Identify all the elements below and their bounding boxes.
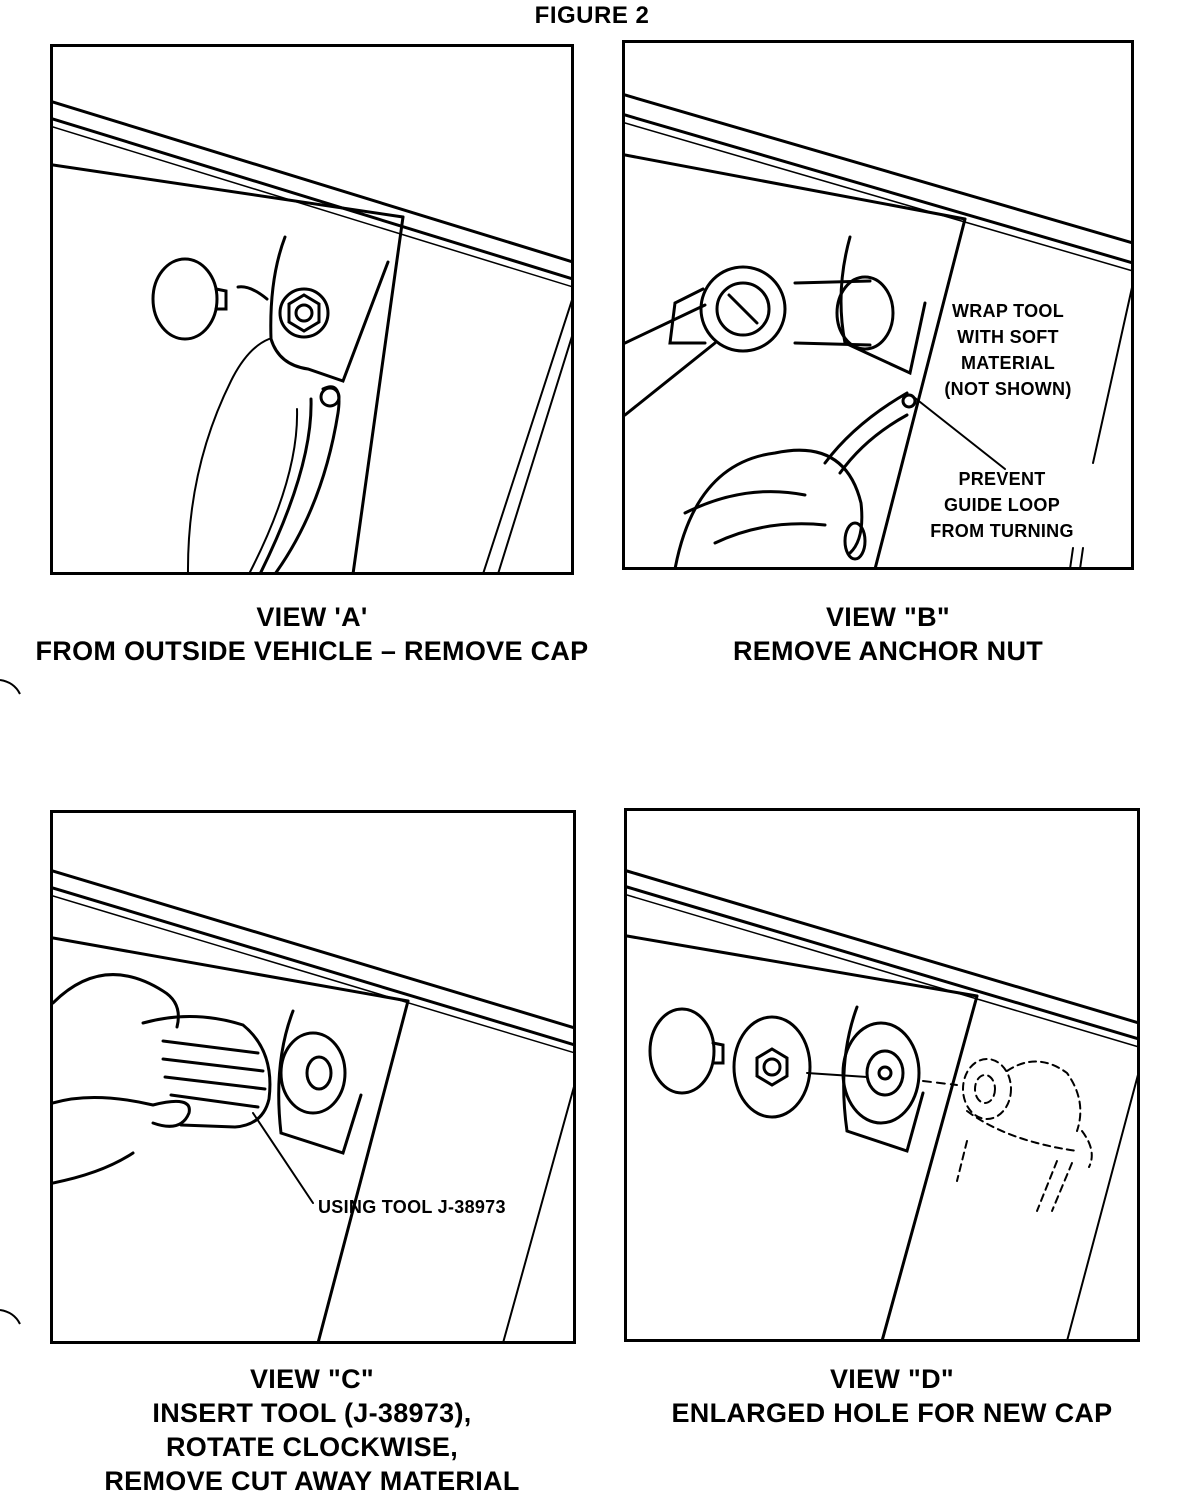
binding-hole-mark <box>0 1309 21 1325</box>
view-a-caption: VIEW 'A' FROM OUTSIDE VEHICLE – REMOVE C… <box>20 600 604 668</box>
view-a-title: VIEW 'A' <box>256 602 368 632</box>
view-d-illustration <box>624 808 1140 1342</box>
view-c-instruction-2: ROTATE CLOCKWISE, <box>165 1432 459 1462</box>
view-c-caption: VIEW "C" INSERT TOOL (J-38973), ROTATE C… <box>20 1362 604 1498</box>
view-c-instruction-1: INSERT TOOL (J-38973), <box>152 1398 472 1428</box>
binding-hole-mark <box>0 679 21 695</box>
view-d-drawing <box>627 869 1137 1339</box>
view-b-drawing <box>625 93 1131 567</box>
view-c-drawing <box>53 869 573 1341</box>
view-d-caption: VIEW "D" ENLARGED HOLE FOR NEW CAP <box>632 1362 1152 1430</box>
view-c-instruction-3: REMOVE CUT AWAY MATERIAL <box>104 1466 520 1496</box>
view-c-illustration <box>50 810 576 1344</box>
view-c-callout-tool: USING TOOL J-38973 <box>318 1197 506 1217</box>
view-b-illustration <box>622 40 1134 570</box>
view-d-title: VIEW "D" <box>829 1364 954 1394</box>
view-d-instruction: ENLARGED HOLE FOR NEW CAP <box>671 1398 1113 1428</box>
view-a-drawing <box>53 100 571 572</box>
view-c-title: VIEW "C" <box>249 1364 374 1394</box>
view-b-callout-prevent-turning: PREVENT GUIDE LOOP FROM TURNING <box>930 469 1074 541</box>
view-b-callout-wrap-tool: WRAP TOOL WITH SOFT MATERIAL (NOT SHOWN) <box>944 301 1072 399</box>
view-a-instruction: FROM OUTSIDE VEHICLE – REMOVE CAP <box>35 636 589 666</box>
view-b-title: VIEW "B" <box>825 602 950 632</box>
view-b-caption: VIEW "B" REMOVE ANCHOR NUT <box>632 600 1144 668</box>
view-b-instruction: REMOVE ANCHOR NUT <box>732 636 1044 666</box>
figure-title: FIGURE 2 <box>534 2 650 29</box>
view-a-illustration <box>50 44 574 575</box>
